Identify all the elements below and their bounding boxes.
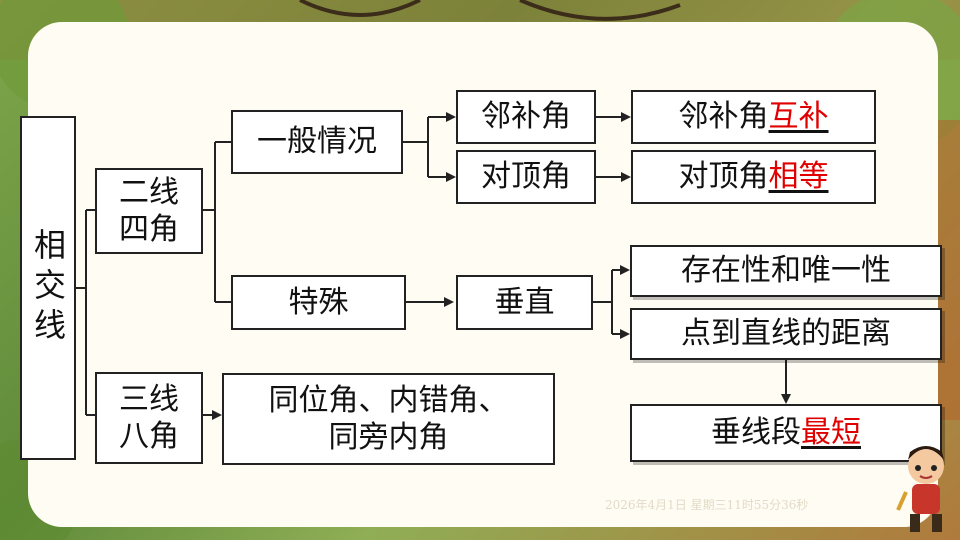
special-box: 特殊	[231, 275, 406, 330]
point-line-distance-label: 点到直线的距离	[681, 316, 891, 352]
vertical-property-prefix: 对顶角	[678, 159, 769, 195]
adjacent-box: 邻补角	[456, 90, 596, 144]
perpendicular-box: 垂直	[456, 275, 593, 330]
general-label: 一般情况	[257, 124, 377, 160]
vertical-angle-box: 对顶角	[456, 150, 596, 204]
exists-unique-box: 存在性和唯一性	[630, 245, 942, 297]
angles-line-2: 同旁内角	[328, 420, 449, 455]
vertical-angle-label: 对顶角	[481, 159, 571, 195]
three-lines-label: 三线八角	[119, 381, 179, 455]
cartoon-character-icon	[896, 446, 944, 532]
root-label: 相交线	[29, 228, 67, 348]
adjacent-label: 邻补角	[481, 99, 571, 135]
shortest-box: 垂线段最短	[630, 404, 942, 462]
adjacent-property-prefix: 邻补角	[678, 99, 769, 135]
perpendicular-label: 垂直	[494, 284, 555, 320]
timestamp: 2026年4月1日 星期三11时55分36秒	[605, 498, 809, 512]
vertical-property-box: 对顶角相等	[631, 150, 876, 204]
vertical-property-answer: 相等	[768, 159, 829, 195]
adjacent-property-answer: 互补	[768, 99, 829, 135]
special-label: 特殊	[288, 284, 349, 320]
three-lines-box: 三线八角	[95, 372, 203, 464]
exists-unique-label: 存在性和唯一性	[681, 253, 891, 289]
general-box: 一般情况	[231, 110, 403, 174]
two-lines-label: 二线四角	[119, 174, 179, 248]
point-line-distance-box: 点到直线的距离	[630, 308, 942, 360]
root-box: 相交线	[20, 116, 76, 460]
shortest-answer: 最短	[801, 415, 861, 451]
angles-line-1: 同位角、内错角、	[268, 382, 509, 418]
adjacent-property-box: 邻补角互补	[631, 90, 876, 144]
two-lines-box: 二线四角	[95, 168, 203, 254]
shortest-prefix: 垂线段	[711, 415, 801, 451]
three-lines-angles-box: 同位角、内错角、 同旁内角	[222, 373, 555, 465]
